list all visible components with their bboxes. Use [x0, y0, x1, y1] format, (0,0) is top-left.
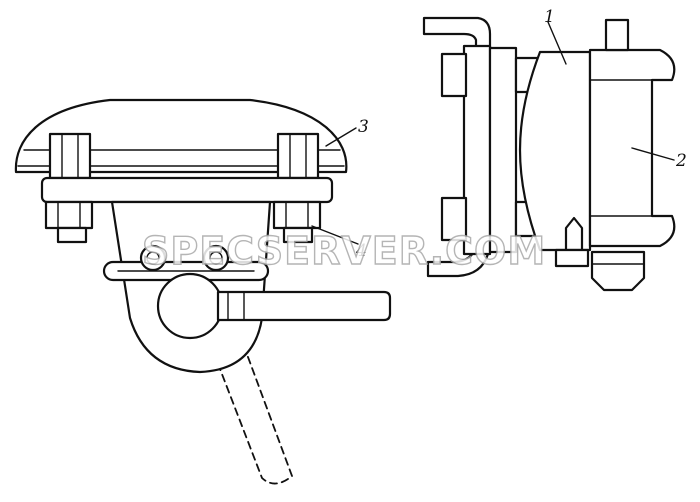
callout-4: 4 — [355, 241, 367, 261]
leader-1 — [547, 21, 567, 65]
top-bolt-right — [276, 132, 320, 180]
callout-1: 1 — [544, 7, 555, 27]
bottom-nut-left — [44, 200, 94, 244]
bracket-arm — [518, 50, 592, 252]
small-nut-right — [202, 244, 230, 272]
mounting-plate — [40, 176, 334, 204]
top-bolt-left — [48, 132, 92, 180]
bottom-small-bolt — [554, 216, 590, 268]
left-view-assembly — [14, 98, 392, 485]
leader-2 — [631, 147, 675, 161]
leader-4 — [311, 225, 359, 245]
lever-hub — [156, 272, 224, 340]
callout-leaders — [311, 21, 675, 245]
lever-alternate-position — [204, 329, 294, 485]
clamp-plate-outer — [462, 44, 492, 256]
callout-2: 2 — [675, 151, 687, 171]
bottom-foot — [590, 250, 646, 292]
small-nut-left — [139, 244, 167, 272]
callout-labels: 1 2 3 4 — [355, 7, 687, 261]
watermark-text: SPECSERVER.COM — [142, 229, 546, 273]
leader-3 — [325, 127, 357, 147]
callout-3: 3 — [358, 117, 369, 137]
bottom-nut-right — [272, 200, 322, 244]
lever-handle — [216, 290, 392, 322]
top-clip — [604, 18, 630, 52]
clamp-plate-inner — [488, 46, 518, 254]
right-view-assembly — [422, 16, 676, 292]
